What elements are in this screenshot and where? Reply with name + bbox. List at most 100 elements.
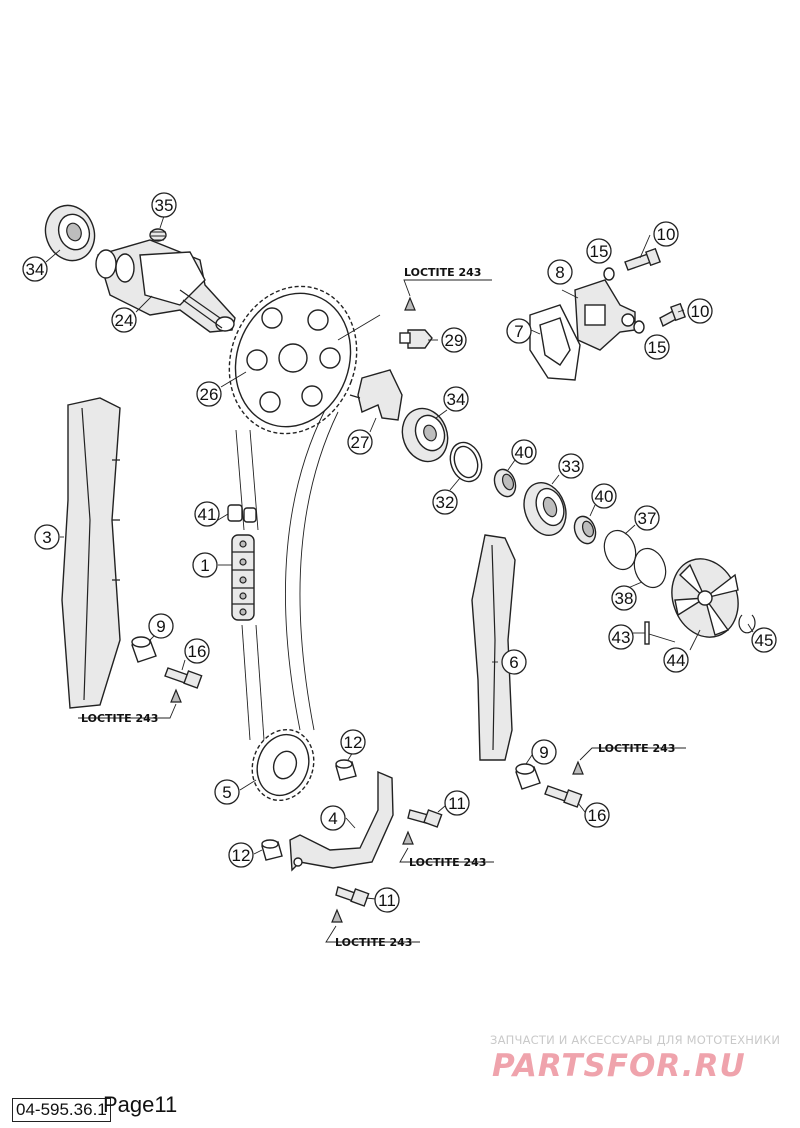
tensioner-8: [574, 279, 636, 351]
callout-35: 35: [151, 192, 177, 218]
slide-guide-4: [289, 770, 394, 872]
crank-sprocket-5: [251, 728, 315, 802]
spring-35: [149, 228, 167, 242]
svg-text:15: 15: [648, 338, 667, 357]
callout-34-center: 34: [443, 386, 469, 412]
svg-text:4: 4: [328, 809, 337, 828]
loctite-label-3: LOCTITE 243: [598, 742, 675, 755]
svg-text:40: 40: [595, 487, 614, 506]
washer-15-lower: [633, 320, 645, 334]
callout-9-right: 9: [531, 739, 557, 765]
svg-text:37: 37: [638, 509, 657, 528]
watermark-brand: PARTSFOR.RU: [492, 1048, 746, 1084]
callout-26: 26: [196, 381, 222, 407]
slider-27: [349, 369, 403, 421]
callout-6: 6: [501, 649, 527, 675]
watermark-subtitle: ЗАПЧАСТИ И АКСЕССУАРЫ ДЛЯ МОТОТЕХНИКИ: [490, 1033, 781, 1047]
svg-text:34: 34: [26, 260, 45, 279]
callout-40-lower: 40: [591, 483, 617, 509]
svg-text:12: 12: [344, 733, 363, 752]
callout-44: 44: [663, 647, 689, 673]
oring-32: [449, 441, 483, 483]
loctite-drop-4: [402, 830, 414, 845]
callout-29: 29: [441, 327, 467, 353]
bolt-11-lower: [335, 886, 370, 907]
loctite-drop-3: [572, 760, 584, 775]
timing-chain-path: [235, 314, 381, 741]
callout-9-left: 9: [148, 613, 174, 639]
svg-text:43: 43: [612, 628, 631, 647]
callout-1: 1: [192, 552, 218, 578]
sleeve-9-right: [515, 763, 541, 790]
loctite-drop-1: [404, 296, 416, 311]
svg-text:29: 29: [445, 331, 464, 350]
leader-lines: [45, 215, 754, 900]
loctite-drop-5: [331, 908, 343, 923]
callout-40-upper: 40: [511, 439, 537, 465]
loctite-label-5: LOCTITE 243: [335, 936, 412, 949]
loctite-drop-2: [170, 688, 182, 703]
svg-text:41: 41: [198, 505, 217, 524]
callout-3: 3: [34, 524, 60, 550]
svg-text:45: 45: [755, 631, 774, 650]
callout-33: 33: [558, 453, 584, 479]
callout-24: 24: [111, 307, 137, 333]
callout-45: 45: [751, 627, 777, 653]
callout-37: 37: [634, 505, 660, 531]
gasket-7: [529, 304, 581, 381]
svg-text:16: 16: [188, 642, 207, 661]
bearing-40-upper: [493, 468, 517, 498]
loctite-label-lines: [78, 279, 686, 943]
bolt-11-upper: [407, 809, 443, 828]
svg-text:5: 5: [222, 783, 231, 802]
svg-text:27: 27: [351, 433, 370, 452]
callout-15-lower: 15: [644, 334, 670, 360]
callout-12-upper: 12: [340, 729, 366, 755]
svg-text:10: 10: [657, 225, 676, 244]
guide-rail-3: [61, 397, 121, 709]
loctite-label-2: LOCTITE 243: [81, 712, 158, 725]
callout-11-upper: 11: [444, 790, 470, 816]
svg-text:40: 40: [515, 443, 534, 462]
callout-27: 27: [347, 429, 373, 455]
svg-text:16: 16: [588, 806, 607, 825]
svg-text:10: 10: [691, 302, 710, 321]
svg-text:1: 1: [200, 556, 209, 575]
camshaft-24: [95, 239, 236, 333]
circlip-45: [738, 614, 756, 634]
bolt-16-right: [544, 785, 583, 808]
callout-32: 32: [432, 489, 458, 515]
bearing-34-left: [44, 204, 96, 262]
callout-10-upper: 10: [653, 221, 679, 247]
svg-text:8: 8: [555, 263, 564, 282]
washer-15-upper: [603, 267, 615, 281]
callout-7: 7: [506, 318, 532, 344]
svg-text:9: 9: [539, 743, 548, 762]
svg-text:33: 33: [562, 457, 581, 476]
svg-text:11: 11: [448, 794, 466, 813]
svg-text:7: 7: [514, 322, 523, 341]
svg-text:3: 3: [42, 528, 51, 547]
bolt-29: [399, 329, 433, 349]
oring-38: [633, 547, 667, 589]
svg-text:11: 11: [378, 891, 396, 910]
svg-text:12: 12: [232, 846, 251, 865]
callout-16-right: 16: [584, 802, 610, 828]
svg-text:35: 35: [155, 196, 174, 215]
callout-8: 8: [547, 259, 573, 285]
bolt-16-left: [164, 667, 203, 689]
chain-1: [231, 534, 255, 621]
callout-12-lower: 12: [228, 842, 254, 868]
bearing-40-lower: [573, 515, 597, 545]
callout-11-lower: 11: [374, 887, 400, 913]
bearing-34-center: [401, 407, 449, 463]
svg-text:38: 38: [615, 589, 634, 608]
callout-15-upper: 15: [586, 238, 612, 264]
svg-text:6: 6: [509, 653, 518, 672]
svg-text:9: 9: [156, 617, 165, 636]
loctite-label-4: LOCTITE 243: [409, 856, 486, 869]
cam-sprocket-26: [228, 285, 358, 435]
svg-text:15: 15: [590, 242, 609, 261]
callout-41: 41: [194, 501, 220, 527]
